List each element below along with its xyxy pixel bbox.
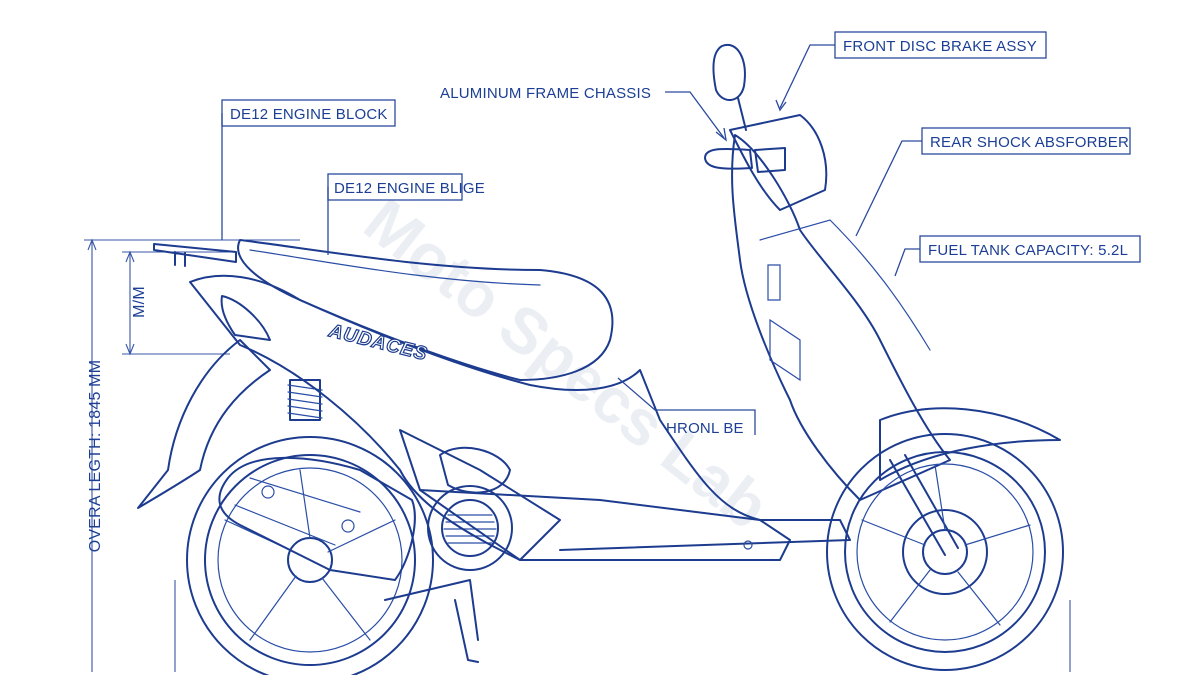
callout-aluminum-frame: ALUMINUM FRAME CHASSIS xyxy=(440,85,727,142)
rear-shock-spring xyxy=(287,379,323,421)
rear-body-panel xyxy=(189,274,791,561)
svg-text:REAR SHOCK ABSFORBER: REAR SHOCK ABSFORBER xyxy=(930,134,1129,151)
seat-height-label: M/M xyxy=(131,286,148,318)
headset xyxy=(729,114,828,211)
svg-text:FRONT DISC BRAKE ASSY: FRONT DISC BRAKE ASSY xyxy=(843,38,1037,55)
tail-light xyxy=(220,295,271,341)
svg-text:DE12 ENGINE BLOCK: DE12 ENGINE BLOCK xyxy=(230,106,388,123)
callout-engine-bloc-2: DE12 ENGINE BLIGE xyxy=(327,173,485,255)
kickstand xyxy=(384,579,479,663)
callout-engine-block: DE12 ENGINE BLOCK xyxy=(221,99,396,240)
svg-text:FUEL TANK CAPACITY: 5.2L: FUEL TANK CAPACITY: 5.2L xyxy=(928,242,1128,259)
rear-fender xyxy=(137,339,271,509)
rear-rack xyxy=(153,243,237,267)
front-leg-shield xyxy=(731,134,951,501)
engine-cvt xyxy=(399,429,561,571)
svg-text:HRONL BE: HRONL BE xyxy=(666,420,744,437)
handle-grip xyxy=(704,148,753,170)
callout-rear-shock: REAR SHOCK ABSFORBER xyxy=(855,127,1131,237)
exhaust-muffler xyxy=(218,456,416,581)
mirror xyxy=(712,43,746,101)
rear-wheel xyxy=(186,436,434,675)
dimension-lines xyxy=(84,238,1071,672)
callout-front-side: HRONL BE xyxy=(617,377,756,437)
overall-length-label: OVERA LEGTH: 1845 MM xyxy=(87,360,104,553)
watermark: Moto Specs Lab xyxy=(351,184,782,543)
front-wheel xyxy=(826,433,1064,671)
floorboard xyxy=(419,489,851,551)
callout-fuel-tank: FUEL TANK CAPACITY: 5.2L xyxy=(894,235,1141,277)
svg-text:ALUMINUM FRAME CHASSIS: ALUMINUM FRAME CHASSIS xyxy=(440,85,651,102)
svg-text:DE12 ENGINE BLIGE: DE12 ENGINE BLIGE xyxy=(334,180,485,197)
front-fork xyxy=(889,454,959,556)
brand-decal: AUDACES xyxy=(326,320,430,365)
callout-front-disc-brake: FRONT DISC BRAKE ASSY xyxy=(775,31,1047,112)
front-fender xyxy=(879,407,1061,481)
